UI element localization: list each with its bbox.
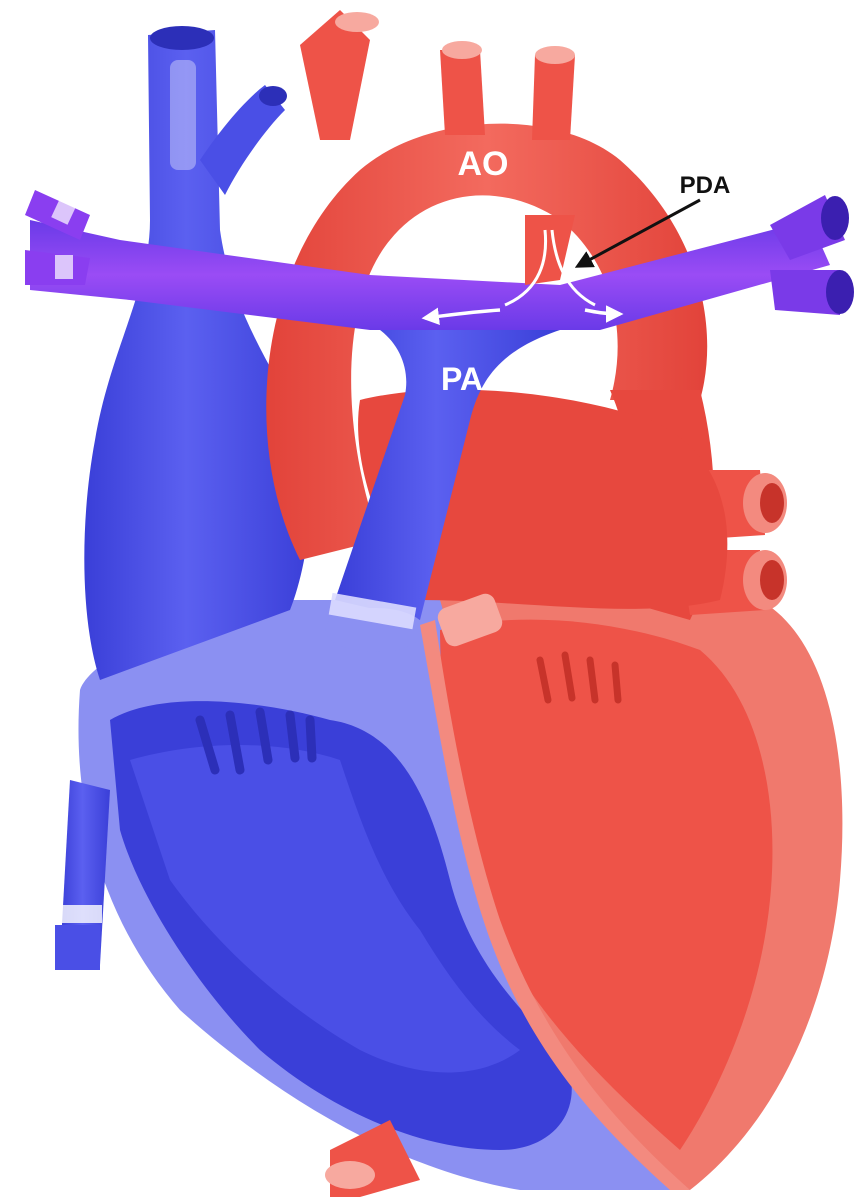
label-pulmonary-artery: PA [441,361,483,397]
ivc-highlight [52,905,102,923]
svc-branch-opening [259,86,287,106]
ivc-end [55,925,100,970]
label-aorta: AO [458,145,509,183]
aortic-branch-2 [440,50,485,135]
pulmonary-vein-upper-lumen [760,483,784,523]
label-pda: PDA [680,172,731,199]
aortic-branch-2-opening [442,41,482,59]
aortic-branch-3 [532,55,575,140]
right-pa-opening-up [821,196,849,240]
pulmonary-vein-lower-lumen [760,560,784,600]
aortic-branch-1-opening [335,12,379,32]
descending-aorta-opening [325,1161,375,1189]
aortic-branch-3-opening [535,46,575,64]
svc-highlight [170,60,196,170]
right-pa-opening-down [826,270,854,314]
left-pa-highlight-2 [55,255,73,279]
svc-opening [150,26,214,50]
ductus-arteriosus [525,215,575,285]
